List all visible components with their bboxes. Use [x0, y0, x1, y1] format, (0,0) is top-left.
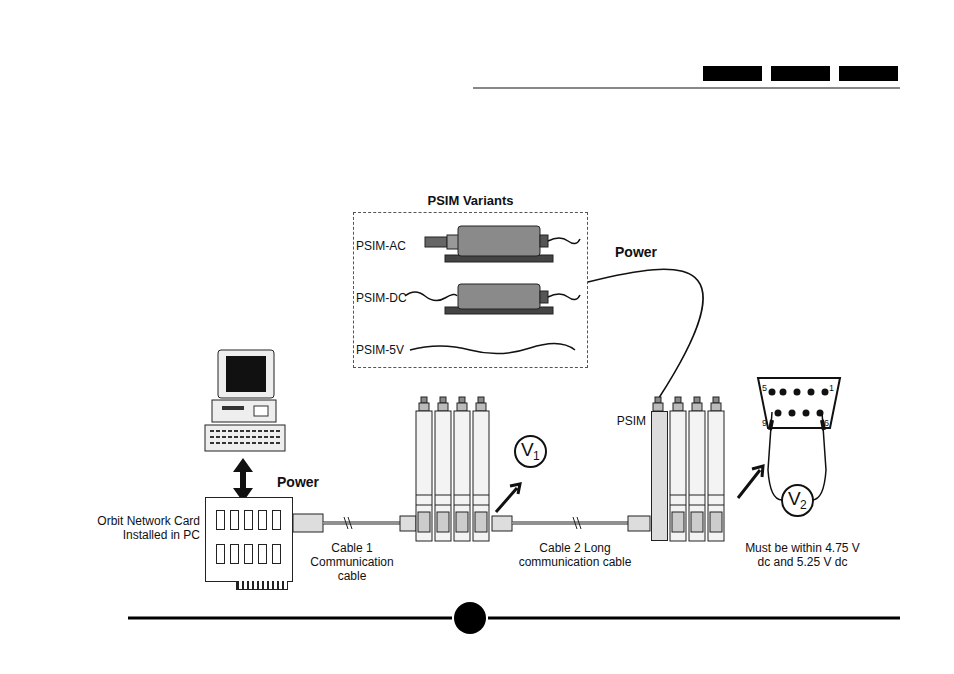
header-tab [839, 66, 898, 81]
node-text: PSIM [617, 414, 646, 428]
card-slot [244, 544, 253, 564]
label-text: Cable 2 Long communication cable [510, 541, 640, 569]
card-slot [244, 510, 253, 530]
label-text: 9 [762, 418, 772, 428]
node-text: V [521, 439, 534, 461]
psim-ac-device [425, 226, 580, 262]
label-text: Must be within 4.75 V dc and 5.25 V dc [740, 541, 865, 569]
node-text: PSIM Variants [354, 193, 587, 208]
db9-connector [758, 378, 840, 500]
actuator-module [473, 397, 489, 541]
label-text: 6 [824, 418, 834, 428]
actuator-module [689, 397, 705, 541]
page-badge [454, 602, 486, 634]
card-slot [230, 510, 239, 530]
label-text: Cable 1 Communication cable [300, 541, 404, 583]
edge-label: Power [615, 244, 657, 260]
callout-arrow [738, 466, 763, 498]
label-text: Power [277, 474, 337, 490]
node-text: 2 [800, 499, 807, 512]
psim-dc-device [405, 284, 580, 314]
card-slot [216, 544, 225, 564]
power-cable [588, 269, 703, 397]
card-slot [216, 510, 225, 530]
actuator-module [708, 397, 724, 541]
pc-computer [205, 350, 285, 451]
card-slot [272, 510, 281, 530]
header-rule [473, 87, 900, 89]
header-tab [703, 66, 762, 81]
cable-2 [492, 516, 650, 531]
label-text: PSIM-AC [356, 239, 426, 253]
card-slot [258, 544, 267, 564]
footer-rule [128, 617, 452, 620]
voltage-meter: V1 [514, 435, 547, 468]
label-text: 5 [762, 383, 772, 393]
actuator-module [435, 397, 451, 541]
node-text: Orbit Network Card Installed in PC [75, 514, 200, 542]
card-slot [258, 510, 267, 530]
header-tab [771, 66, 830, 81]
cable-1 [293, 514, 416, 532]
actuator-module [416, 397, 432, 541]
label-text: PSIM-5V [356, 343, 426, 357]
power-arrow [233, 458, 253, 502]
psim-module: PSIM [651, 411, 668, 541]
node-text: 1 [533, 450, 540, 463]
card-slot [272, 544, 281, 564]
network-card: Orbit Network Card Installed in PC [205, 497, 293, 582]
psim-5v-wire [410, 343, 575, 353]
footer-rule [488, 617, 900, 620]
actuator-module [670, 397, 686, 541]
voltage-meter: V2 [781, 484, 814, 517]
actuator-module [454, 397, 470, 541]
psim-cap [653, 403, 663, 411]
card-bracket [236, 581, 288, 590]
node-text: V [788, 488, 801, 510]
label-text: PSIM-DC [356, 291, 426, 305]
label-text: 1 [829, 383, 839, 393]
card-slot [230, 544, 239, 564]
callout-arrow [496, 484, 520, 512]
psim-cap [655, 397, 661, 403]
